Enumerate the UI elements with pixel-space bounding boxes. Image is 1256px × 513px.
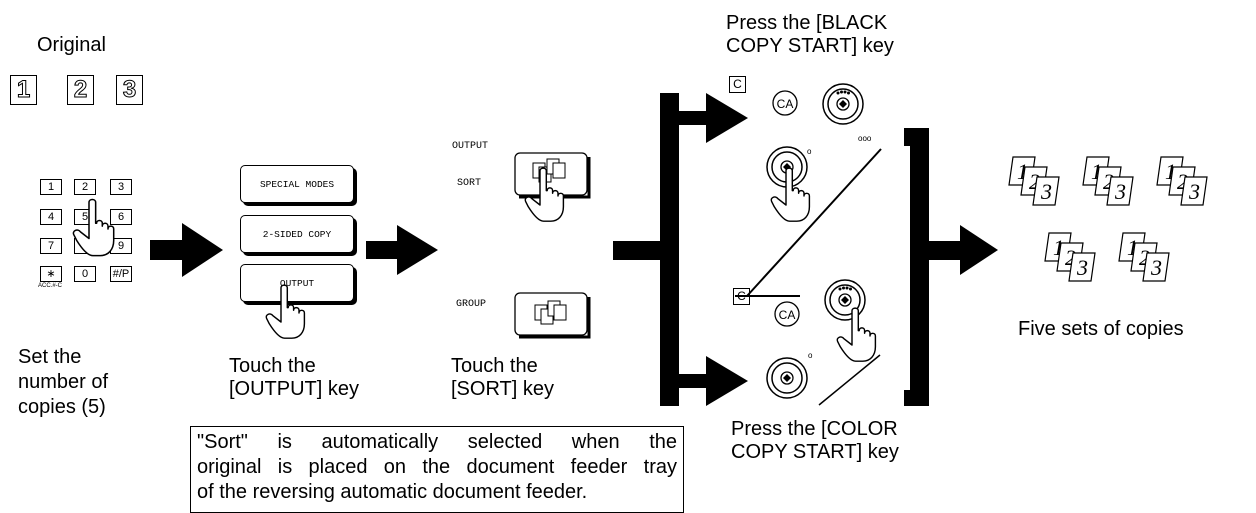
output-menu-title: OUTPUT: [452, 141, 489, 152]
svg-text:3: 3: [1076, 255, 1088, 280]
svg-text:1: 1: [1091, 159, 1102, 184]
copy-set-1: 1 2 3: [1008, 156, 1060, 206]
keypad-key-2[interactable]: 2: [74, 179, 96, 195]
svg-text:o: o: [808, 351, 813, 360]
note-line-1: "Sort" is automatically selected when th…: [197, 431, 677, 453]
group-key: [514, 292, 591, 339]
original-page-2: 2: [67, 75, 94, 105]
step1-caption: Set the number of copies (5): [18, 346, 109, 418]
black-start-caption: Press the [BLACK COPY START] key: [726, 12, 894, 57]
ca-key-bottom-label: CA: [779, 308, 796, 322]
step2-caption: Touch the [OUTPUT] key: [229, 355, 360, 400]
svg-text:2: 2: [1139, 245, 1150, 270]
branch-bracket: [613, 93, 748, 406]
color-start-panel: CA o: [766, 279, 881, 406]
copy-set-2: 1 2 3: [1082, 156, 1134, 206]
note-line-3: of the reversing automatic document feed…: [197, 481, 588, 503]
output-button[interactable]: OUTPUT: [240, 264, 354, 302]
svg-text:2: 2: [1029, 169, 1040, 194]
sort-option-label: SORT: [457, 178, 482, 189]
keypad-key-6[interactable]: 6: [110, 209, 132, 225]
black-start-panel: CA ooo o: [735, 83, 882, 297]
copy-set-4: 1 2 3: [1044, 232, 1096, 282]
keypad-sublabel: ACC.#-C: [38, 283, 63, 289]
merge-bracket: [904, 128, 998, 406]
arrow-right-icon: [150, 223, 223, 277]
special-modes-button[interactable]: SPECIAL MODES: [240, 165, 354, 203]
copy-set-5: 1 2 3: [1118, 232, 1170, 282]
svg-text:3: 3: [1188, 179, 1200, 204]
step3-caption: Touch the [SORT] key: [451, 355, 554, 400]
keypad-key-7[interactable]: 7: [40, 238, 62, 254]
copy-set-3: 1 2 3: [1156, 156, 1208, 206]
keypad-key-pound-p[interactable]: #/P: [110, 266, 132, 282]
original-page-3: 3: [116, 75, 143, 105]
svg-text:ooo: ooo: [858, 134, 872, 143]
original-label: Original: [37, 34, 106, 56]
svg-text:o: o: [807, 147, 812, 156]
arrow-right-icon: [366, 225, 438, 275]
group-option-label: GROUP: [456, 299, 487, 310]
keypad-key-4[interactable]: 4: [40, 209, 62, 225]
svg-text:2: 2: [1103, 169, 1114, 194]
auto-sort-note: "Sort" is automatically selected when th…: [190, 426, 684, 513]
result-caption: Five sets of copies: [1018, 318, 1184, 340]
svg-text:1: 1: [1127, 235, 1138, 260]
hand-pointer-icon: [72, 198, 115, 257]
svg-text:1: 1: [1053, 235, 1064, 260]
svg-text:1: 1: [1017, 159, 1028, 184]
svg-text:1: 1: [1165, 159, 1176, 184]
svg-text:3: 3: [1114, 179, 1126, 204]
keypad-key-0[interactable]: 0: [74, 266, 96, 282]
svg-text:2: 2: [1177, 169, 1188, 194]
svg-text:3: 3: [1040, 179, 1052, 204]
hand-pointer-icon: [265, 284, 306, 339]
keypad-key-1[interactable]: 1: [40, 179, 62, 195]
original-page-1: 1: [10, 75, 37, 105]
svg-text:2: 2: [1065, 245, 1076, 270]
ca-key-top-label: CA: [777, 97, 794, 111]
note-line-2: original is placed on the document feede…: [197, 456, 677, 478]
2-sided-copy-button[interactable]: 2-SIDED COPY: [240, 215, 354, 253]
svg-text:3: 3: [1150, 255, 1162, 280]
color-start-caption: Press the [COLOR COPY START] key: [731, 418, 899, 463]
copy-sets: 1 2 3 1 2 3 1 2 3 1 2 3 1 2 3: [1008, 156, 1208, 282]
keypad-key-star[interactable]: ∗: [40, 266, 62, 282]
keypad-key-3[interactable]: 3: [110, 179, 132, 195]
clear-key-top[interactable]: C: [729, 76, 746, 93]
